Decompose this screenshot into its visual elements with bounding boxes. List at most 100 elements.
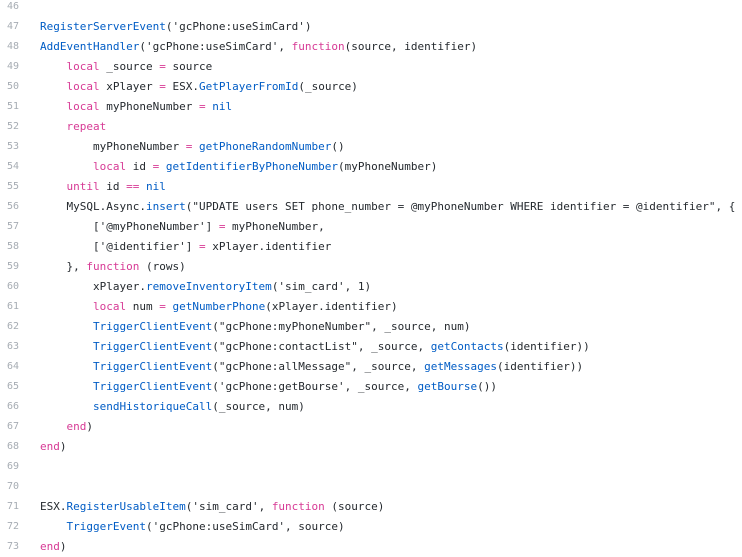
line-number: 48: [7, 41, 20, 52]
code-token: [40, 520, 67, 533]
code-line: 61 local num = getNumberPhone(xPlayer.id…: [0, 297, 742, 317]
code-token: [40, 320, 93, 333]
code-token: ['@myPhoneNumber']: [40, 220, 219, 233]
keyword-token: =: [198, 100, 206, 113]
line-number: 71: [7, 501, 20, 512]
code-line: 72 TriggerEvent('gcPhone:useSimCard', so…: [0, 517, 742, 537]
code-token: ("gcPhone:allMessage", _source,: [212, 360, 425, 373]
keyword-token: =: [159, 60, 166, 73]
function-token: TriggerEvent: [66, 520, 146, 533]
keyword-token: local: [66, 60, 100, 73]
function-token: getNumberPhone: [172, 300, 266, 313]
code-token: ('sim_card', 1): [271, 280, 372, 293]
code-token: ("gcPhone:myPhoneNumber", _source, num): [212, 320, 471, 333]
line-number: 65: [7, 381, 20, 392]
line-content: myPhoneNumber = getPhoneRandomNumber(): [40, 137, 345, 157]
line-content: RegisterServerEvent('gcPhone:useSimCard'…: [40, 17, 312, 37]
code-line: 67 end): [0, 417, 742, 437]
code-token: id: [99, 180, 127, 193]
line-content: ['@identifier'] = xPlayer.identifier: [40, 237, 331, 257]
line-number: 55: [7, 181, 20, 192]
code-line: 71 ESX.RegisterUsableItem('sim_card', fun…: [0, 497, 742, 517]
line-content: }, function (rows): [40, 257, 186, 277]
keyword-token: until: [66, 180, 100, 193]
code-token: MySQL.Async.: [40, 200, 146, 213]
line-number: 47: [7, 21, 20, 32]
code-token: [40, 100, 67, 113]
code-token: id: [126, 160, 153, 173]
code-line: 47 RegisterServerEvent('gcPhone:useSimCar…: [0, 17, 742, 37]
line-number: 58: [7, 241, 20, 252]
keyword-token: =: [159, 80, 166, 93]
code-token: (source, identifier): [344, 40, 478, 53]
line-content: AddEventHandler('gcPhone:useSimCard', fu…: [40, 37, 477, 57]
code-line: 51 local myPhoneNumber = nil: [0, 97, 742, 117]
code-token: (_source, num): [212, 400, 305, 413]
line-number: 50: [7, 81, 20, 92]
line-content: ESX.RegisterUsableItem('sim_card', funct…: [40, 497, 384, 517]
line-number: 52: [7, 121, 20, 132]
code-token: ()): [477, 380, 497, 393]
code-token: myPhoneNumber,: [225, 220, 325, 233]
code-line: 54 local id = getIdentifierByPhoneNumber…: [0, 157, 742, 177]
code-token: [40, 300, 93, 313]
line-number: 54: [7, 161, 20, 172]
code-line: 50 local xPlayer = ESX.GetPlayerFromId(_…: [0, 77, 742, 97]
keyword-token: repeat: [66, 120, 107, 133]
code-token: [40, 420, 67, 433]
code-line: 53 myPhoneNumber = getPhoneRandomNumber(…: [0, 137, 742, 157]
line-number: 46: [7, 1, 20, 12]
code-token: myPhoneNumber: [99, 100, 199, 113]
code-line: 60 xPlayer.removeInventoryItem('sim_card…: [0, 277, 742, 297]
keyword-token: local: [66, 100, 100, 113]
code-line: 52 repeat: [0, 117, 742, 137]
code-token: ESX.: [165, 80, 199, 93]
line-number: 70: [7, 481, 20, 492]
code-token: },: [40, 260, 87, 273]
code-line: 49 local _source = source: [0, 57, 742, 77]
line-content: local myPhoneNumber = nil: [40, 97, 233, 117]
function-token: TriggerClientEvent: [92, 320, 213, 333]
code-token: [40, 380, 93, 393]
code-line: 56 MySQL.Async.insert("UPDATE users SET …: [0, 197, 742, 217]
code-line: 55 until id == nil: [0, 177, 742, 197]
line-content: TriggerClientEvent("gcPhone:allMessage",…: [40, 357, 583, 377]
code-token: [40, 180, 67, 193]
code-line: 59 }, function (rows): [0, 257, 742, 277]
line-number: 49: [7, 61, 20, 72]
code-line: 46: [0, 0, 742, 17]
code-token: (identifier)): [496, 360, 584, 373]
keyword-token: =: [152, 160, 160, 173]
code-token: [159, 160, 166, 173]
function-token: getContacts: [430, 340, 504, 353]
code-line: 73 end): [0, 537, 742, 557]
keyword-token: end: [40, 540, 60, 553]
code-token: [40, 120, 67, 133]
code-token: (rows): [139, 260, 186, 273]
line-content: MySQL.Async.insert("UPDATE users SET pho…: [40, 197, 735, 217]
function-token: nil: [146, 180, 166, 193]
code-token: (_source): [298, 80, 358, 93]
function-token: AddEventHandler: [40, 40, 140, 53]
code-line: 65 TriggerClientEvent('gcPhone:getBourse…: [0, 377, 742, 397]
line-content: end): [40, 437, 67, 457]
keyword-token: end: [66, 420, 87, 433]
line-content: until id == nil: [40, 177, 166, 197]
code-token: [40, 360, 93, 373]
code-token: (myPhoneNumber): [338, 160, 438, 173]
code-token: xPlayer: [99, 80, 160, 93]
line-content: TriggerClientEvent('gcPhone:getBourse', …: [40, 377, 497, 397]
line-number: 73: [7, 541, 20, 552]
line-content: end): [40, 537, 67, 557]
line-number: 61: [7, 301, 20, 312]
line-number: 60: [7, 281, 20, 292]
keyword-token: ==: [126, 180, 140, 193]
function-token: insert: [145, 200, 186, 213]
code-token: ('gcPhone:useSimCard', source): [145, 520, 345, 533]
keyword-token: local: [92, 300, 127, 313]
keyword-token: local: [66, 80, 100, 93]
line-content: local xPlayer = ESX.GetPlayerFromId(_sou…: [40, 77, 358, 97]
code-line: 69: [0, 457, 742, 477]
